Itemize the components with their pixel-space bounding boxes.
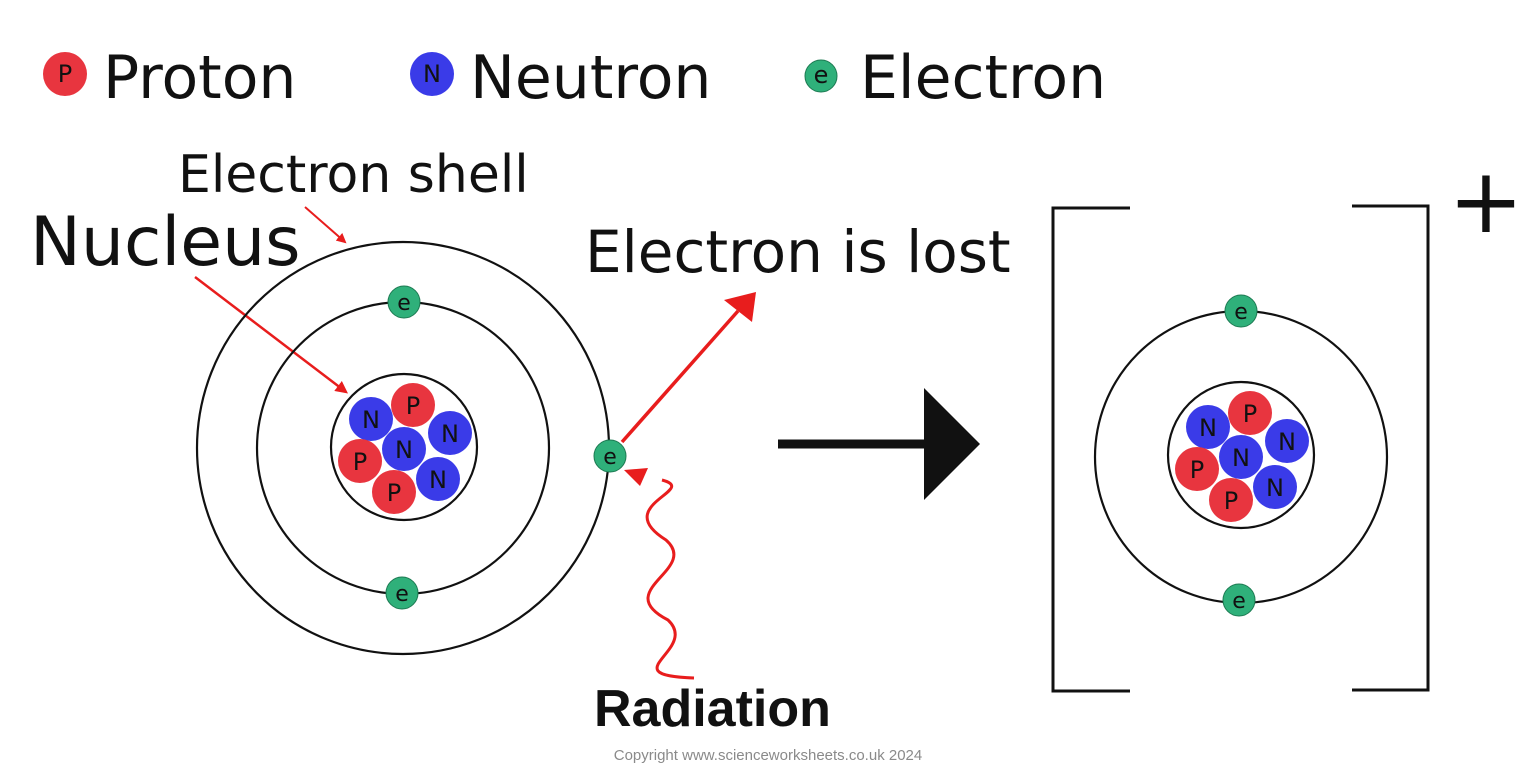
nucleus-boundary	[329, 372, 479, 522]
neutron-particle-label: N	[441, 420, 459, 448]
neutron-particle-label: N	[1232, 444, 1250, 472]
electron-particle	[387, 285, 421, 319]
neutron-particle-label: N	[1278, 428, 1296, 456]
radiation-wave	[645, 478, 695, 680]
electron-shell-label: Electron shell	[178, 145, 529, 205]
legend: P Proton N Neutron e Electron	[43, 43, 1106, 113]
electron-particle	[1224, 294, 1258, 328]
proton-particle-label: P	[1243, 400, 1257, 428]
neutron-particle-label: N	[429, 466, 447, 494]
neutron-particle	[349, 397, 393, 441]
legend-electron-icon	[804, 59, 838, 93]
proton-particle-label: P	[406, 392, 420, 420]
proton-particle-label: P	[387, 479, 401, 507]
proton-particle	[1175, 447, 1219, 491]
legend-proton-icon	[43, 52, 87, 96]
electron-particle	[593, 439, 627, 473]
ion-electrons: ee	[1222, 294, 1258, 617]
ion-nucleus-boundary	[1166, 380, 1316, 530]
positive-charge-sign: +	[1448, 149, 1523, 254]
radiation-label: Radiation	[594, 680, 831, 738]
electron-lost-arrowhead	[724, 292, 756, 322]
electron-shell-pointer-arrow	[304, 206, 347, 244]
radiation-arrowhead	[624, 468, 648, 486]
legend-neutron-symbol: N	[423, 60, 441, 88]
proton-particle	[391, 383, 435, 427]
electron-particle-label: e	[603, 445, 617, 470]
proton-particle	[372, 470, 416, 514]
neutron-particle	[1186, 405, 1230, 449]
proton-particle	[1228, 391, 1272, 435]
electron-particle	[385, 576, 419, 610]
neutron-particle	[1265, 419, 1309, 463]
electron-lost-arrow	[620, 309, 740, 444]
electron-particle-label: e	[1234, 300, 1248, 325]
neutron-particle-label: N	[362, 406, 380, 434]
neutron-particle	[1219, 435, 1263, 479]
neutron-particle	[416, 457, 460, 501]
neutron-particle	[382, 427, 426, 471]
neutron-particle-label: N	[1199, 414, 1217, 442]
reaction-arrow	[778, 388, 980, 500]
electron-particle-label: e	[395, 582, 409, 607]
electron-particle-label: e	[397, 291, 411, 316]
nucleus-label: Nucleus	[30, 203, 301, 282]
legend-electron-symbol: e	[814, 61, 829, 89]
left-bracket	[1051, 206, 1130, 693]
neutron-particle-label: N	[1266, 474, 1284, 502]
legend-proton-symbol: P	[58, 60, 72, 88]
neutron-particle	[428, 411, 472, 455]
right-bracket	[1352, 204, 1430, 692]
neutron-particle-label: N	[395, 436, 413, 464]
nucleus-pointer-arrow	[194, 276, 348, 394]
proton-particle	[338, 439, 382, 483]
legend-proton-label: Proton	[103, 43, 296, 113]
electron-particle	[1222, 583, 1256, 617]
legend-electron-label: Electron	[860, 43, 1106, 113]
electron-particle-label: e	[1232, 589, 1246, 614]
atom-electrons: e e e	[385, 285, 627, 610]
copyright-text: Copyright www.scienceworksheets.co.uk 20…	[614, 747, 922, 763]
proton-particle-label: P	[1190, 456, 1204, 484]
legend-neutron-label: Neutron	[470, 43, 711, 113]
proton-particle-label: P	[1224, 487, 1238, 515]
proton-particle-label: P	[353, 448, 367, 476]
proton-particle	[1209, 478, 1253, 522]
neutron-particle	[1253, 465, 1297, 509]
electron-lost-label: Electron is lost	[585, 218, 1011, 286]
legend-neutron-icon	[410, 52, 454, 96]
